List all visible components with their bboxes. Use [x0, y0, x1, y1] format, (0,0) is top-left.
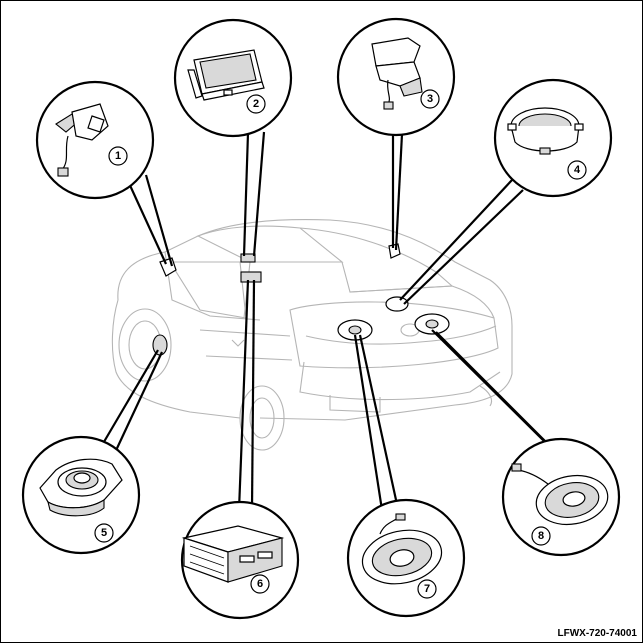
installed-radio-receiver: [240, 271, 262, 283]
front-door-speaker-illustration: [39, 458, 123, 517]
installed-antenna-module: [388, 243, 401, 259]
rear-speaker-left-illustration: [361, 513, 443, 585]
callout-2: 2: [173, 18, 293, 138]
figure-code: LFWX-720-74001: [557, 628, 637, 639]
callout-number-3: 3: [427, 93, 433, 105]
callout-number-2: 2: [253, 98, 259, 110]
callout-6: 6: [180, 500, 300, 620]
installed-door-speaker: [152, 334, 168, 356]
callout-4: 4: [493, 78, 613, 198]
installed-tweeter: [159, 257, 177, 277]
installed-components: [152, 243, 450, 356]
callout-number-7: 7: [424, 583, 430, 595]
callout-number-1: 1: [115, 150, 121, 162]
callout-number-5: 5: [101, 527, 107, 539]
shelf-speaker-illustration: [507, 107, 584, 155]
leader-lines: [97, 131, 561, 511]
callout-7: 7: [346, 498, 466, 618]
callout-number-6: 6: [257, 578, 263, 590]
callout-number-4: 4: [574, 164, 581, 176]
callout-5: 5: [21, 435, 141, 555]
display-module-illustration: [187, 49, 265, 101]
installed-shelf-speaker: [385, 296, 409, 312]
tweeter-illustration: [55, 103, 109, 177]
callout-1: 1: [35, 80, 155, 200]
vehicle-outline: [111, 218, 513, 451]
rear-speaker-right-illustration: [511, 463, 609, 526]
callout-number-8: 8: [538, 530, 544, 542]
callout-3: 3: [336, 17, 456, 137]
callout-8: 8: [501, 437, 621, 557]
installed-display-module: [240, 253, 256, 263]
radio-receiver-illustration: [181, 525, 285, 583]
antenna-module-illustration: [371, 37, 423, 110]
